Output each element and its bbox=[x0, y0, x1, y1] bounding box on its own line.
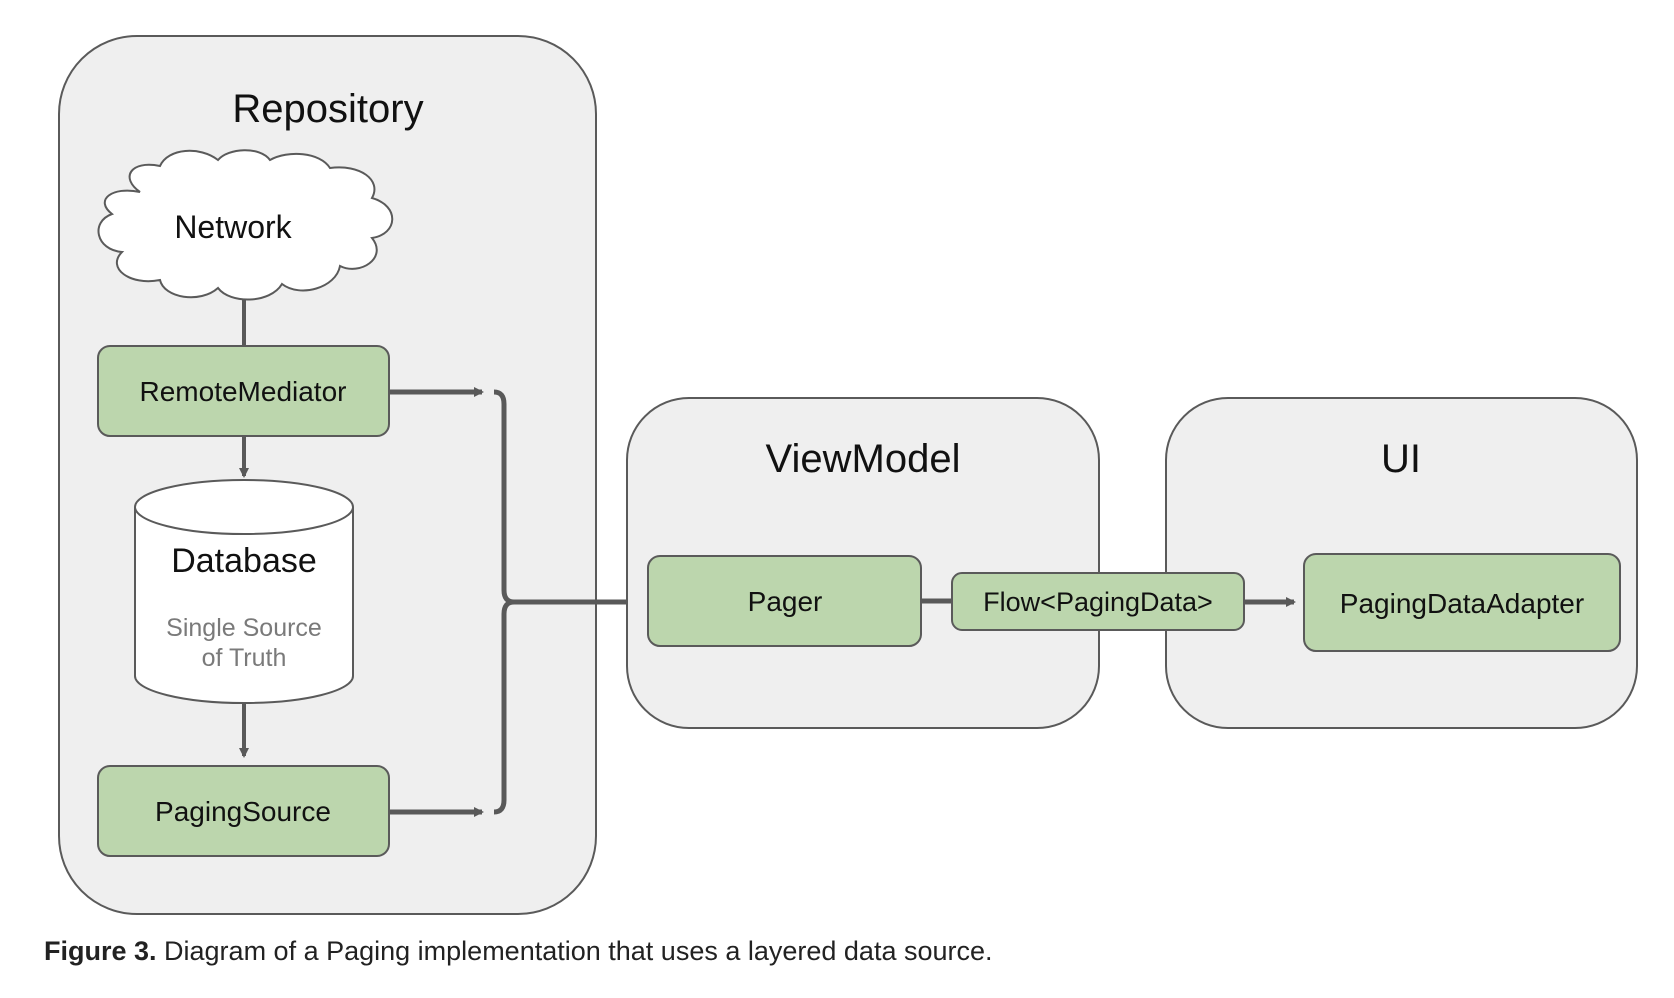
figure-caption-text: Diagram of a Paging implementation that … bbox=[156, 936, 993, 966]
flow-paging-data-label: Flow<PagingData> bbox=[983, 587, 1213, 617]
database-title: Database bbox=[171, 542, 317, 580]
database-subtitle-line2: of Truth bbox=[202, 644, 287, 672]
figure-caption: Figure 3. Diagram of a Paging implementa… bbox=[44, 936, 993, 967]
paging-data-adapter-node bbox=[1303, 553, 1621, 652]
paging-data-adapter-label: PagingDataAdapter bbox=[1340, 588, 1584, 619]
remote-mediator-label: RemoteMediator bbox=[140, 376, 347, 407]
repository-title: Repository bbox=[232, 87, 423, 131]
paging-source-label: PagingSource bbox=[155, 796, 331, 827]
database-cylinder-icon bbox=[134, 479, 354, 704]
paging-diagram: Repository Network RemoteMediator Databa… bbox=[58, 35, 1638, 915]
network-cloud-icon bbox=[97, 149, 394, 301]
database-subtitle-line1: Single Source bbox=[166, 614, 322, 642]
viewmodel-title: ViewModel bbox=[766, 437, 961, 481]
network-label: Network bbox=[174, 209, 292, 245]
ui-title: UI bbox=[1381, 437, 1421, 481]
figure-caption-prefix: Figure 3. bbox=[44, 936, 157, 966]
pager-label: Pager bbox=[748, 586, 823, 617]
